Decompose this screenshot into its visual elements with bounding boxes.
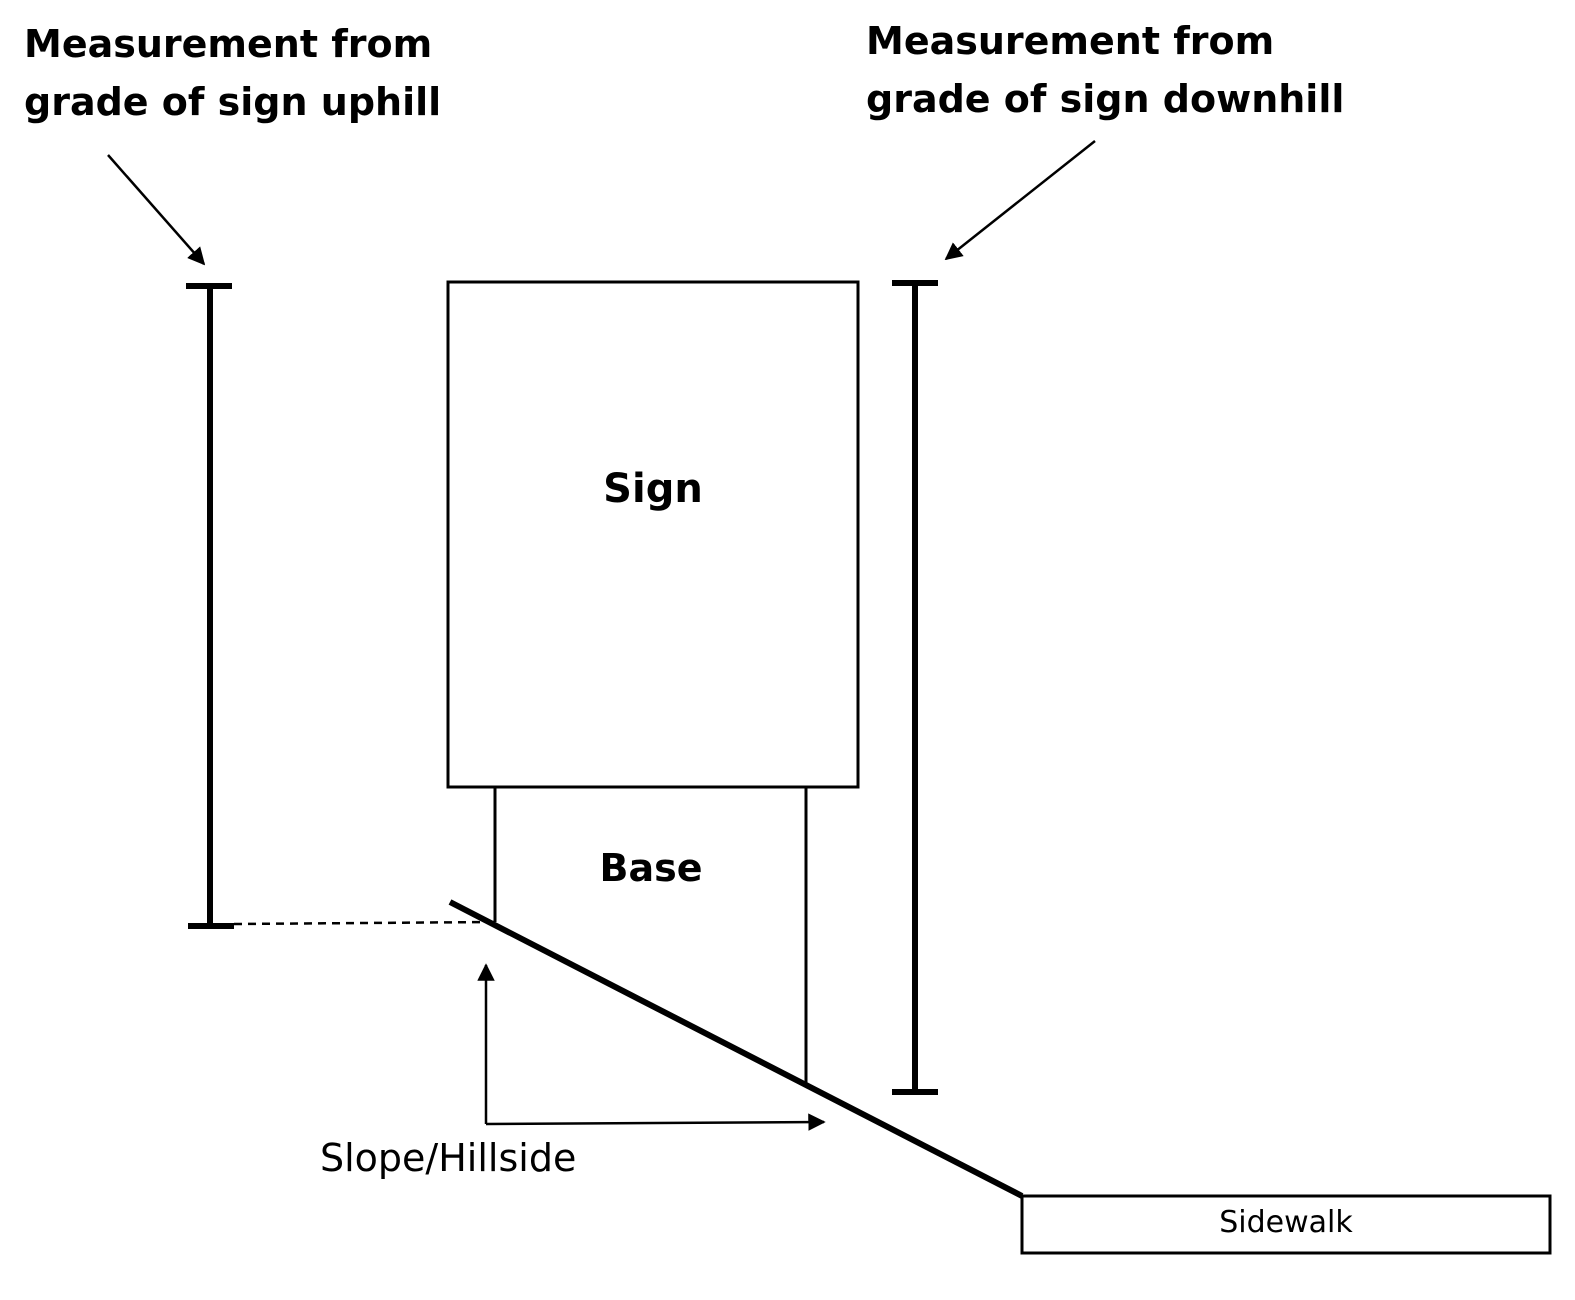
uphill-grade-dashed-line xyxy=(233,920,496,926)
slope-horizontal-arrow xyxy=(485,1113,826,1131)
downhill-measurement-label-line1: Measurement from xyxy=(866,19,1275,63)
slope-hillside-label: Slope/Hillside xyxy=(320,1136,577,1180)
uphill-measurement-label-line1: Measurement from xyxy=(24,22,433,66)
downhill-measurement-label-line2: grade of sign downhill xyxy=(866,77,1345,121)
sign-panel xyxy=(446,280,860,789)
sign-label: Sign xyxy=(603,466,703,512)
slope-line xyxy=(448,899,1024,1199)
base-label: Base xyxy=(599,846,703,890)
downhill-pointer-arrow xyxy=(944,140,1096,261)
sidewalk-box xyxy=(1020,1194,1552,1255)
uphill-measurement-label-line2: grade of sign uphill xyxy=(24,80,442,124)
uphill-pointer-arrow xyxy=(107,154,206,266)
sidewalk-label: Sidewalk xyxy=(1219,1205,1353,1240)
